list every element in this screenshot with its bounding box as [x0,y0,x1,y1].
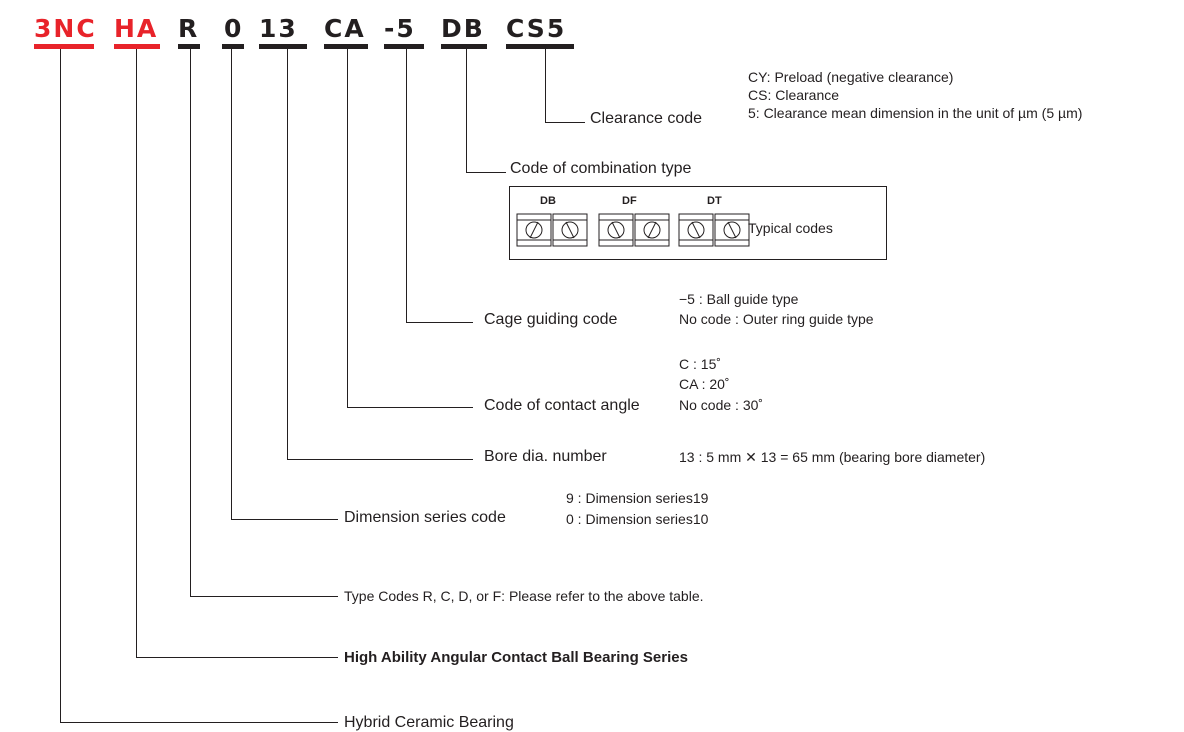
label-cage-guiding: Cage guiding code [484,311,618,328]
underline-r [178,44,200,49]
code-3nc: 3NC [34,14,97,43]
combo-label-dt: DT [707,195,722,207]
code-cs5: CS5 [506,14,567,43]
leader-13-h [287,459,473,460]
note-clearance-5: 5: Clearance mean dimension in the unit … [748,105,1083,121]
leader-0-v [231,49,232,519]
leader-3nc-v [60,49,61,722]
label-combination-type: Code of combination type [510,160,692,177]
label-bore-number: Bore dia. number [484,448,607,465]
combo-typical-codes: Typical codes [748,220,833,236]
code-ha: HA [114,14,159,43]
note-bore: 13 : 5 mm ✕ 13 = 65 mm (bearing bore dia… [679,449,986,465]
underline-0 [222,44,244,49]
leader-r-v [190,49,191,596]
leader-db-v [466,49,467,172]
leader-13-v [287,49,288,459]
label-hybrid-ceramic: Hybrid Ceramic Bearing [344,714,514,731]
bearing-pair-db-icon [516,213,588,247]
leader-ca-v [347,49,348,407]
leader-cs5-v [545,49,546,122]
leader-ha-v [136,49,137,657]
underline-3nc [34,44,94,49]
leader-minus5-h [406,322,473,323]
leader-cs5-h [545,122,585,123]
code-r: R [178,14,200,43]
leader-db-h [466,172,506,173]
underline-ha [114,44,160,49]
bearing-pair-dt-icon [678,213,750,247]
leader-0-h [231,519,338,520]
underline-ca [324,44,368,49]
leader-3nc-h [60,722,338,723]
code-db: DB [441,14,485,43]
leader-r-h [190,596,338,597]
code-minus5: -5 [384,14,416,43]
leader-ca-h [347,407,473,408]
code-ca: CA [324,14,366,43]
note-dim-0: 0 : Dimension series10 [566,511,709,527]
label-clearance-code: Clearance code [590,110,703,127]
note-cage-outer: No code : Outer ring guide type [679,311,874,327]
label-dimension-series: Dimension series code [344,509,506,526]
underline-cs5 [506,44,574,49]
leader-minus5-v [406,49,407,322]
label-contact-angle: Code of contact angle [484,397,640,414]
code-13: 13 [259,14,298,43]
bearing-pair-df-icon [598,213,670,247]
note-clearance-cy: CY: Preload (negative clearance) [748,69,954,85]
label-high-ability: High Ability Angular Contact Ball Bearin… [344,649,688,666]
note-dim-9: 9 : Dimension series19 [566,490,709,506]
note-clearance-cs: CS: Clearance [748,87,840,103]
note-angle-none: No code : 30˚ [679,397,764,413]
note-cage-ball: −5 : Ball guide type [679,291,799,307]
combo-label-db: DB [540,195,556,207]
note-angle-ca: CA : 20˚ [679,376,730,392]
combination-type-box: DB DF DT Typical codes [509,186,887,260]
label-type-codes: Type Codes R, C, D, or F: Please refer t… [344,588,704,604]
code-0: 0 [224,14,244,43]
note-angle-c: C : 15˚ [679,356,722,372]
underline-13 [259,44,307,49]
underline-minus5 [384,44,424,49]
leader-ha-h [136,657,338,658]
combo-label-df: DF [622,195,637,207]
underline-db [441,44,487,49]
